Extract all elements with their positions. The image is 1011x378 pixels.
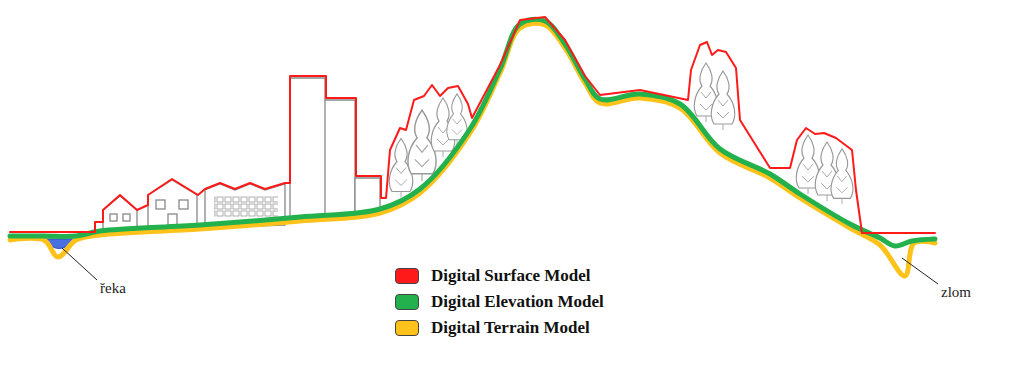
legend-text: Digital Surface Model xyxy=(431,266,591,286)
legend-row: Digital Surface Model xyxy=(395,266,591,286)
leader-line xyxy=(62,248,97,280)
window xyxy=(156,200,165,209)
legend-swatch xyxy=(395,268,419,284)
window xyxy=(123,214,130,221)
surface-line xyxy=(10,19,935,246)
leader-line xyxy=(902,258,938,284)
tree xyxy=(711,71,734,130)
tower xyxy=(290,78,355,222)
callout-label: řeka xyxy=(100,280,126,297)
legend-row: Digital Terrain Model xyxy=(395,318,590,338)
callout-label: zlom xyxy=(941,284,971,301)
tower-edge xyxy=(324,100,325,218)
legend-swatch xyxy=(395,320,419,336)
surface-line xyxy=(10,17,935,233)
buildings xyxy=(103,78,380,232)
window xyxy=(110,214,117,221)
legend-text: Digital Terrain Model xyxy=(431,318,590,338)
legend-text: Digital Elevation Model xyxy=(431,292,604,312)
factory-windows xyxy=(214,196,278,217)
house xyxy=(148,180,197,229)
legend-swatch xyxy=(395,294,419,310)
tree xyxy=(831,149,853,204)
legend-row: Digital Elevation Model xyxy=(395,292,604,312)
window xyxy=(179,200,188,209)
surface-line xyxy=(10,23,935,276)
